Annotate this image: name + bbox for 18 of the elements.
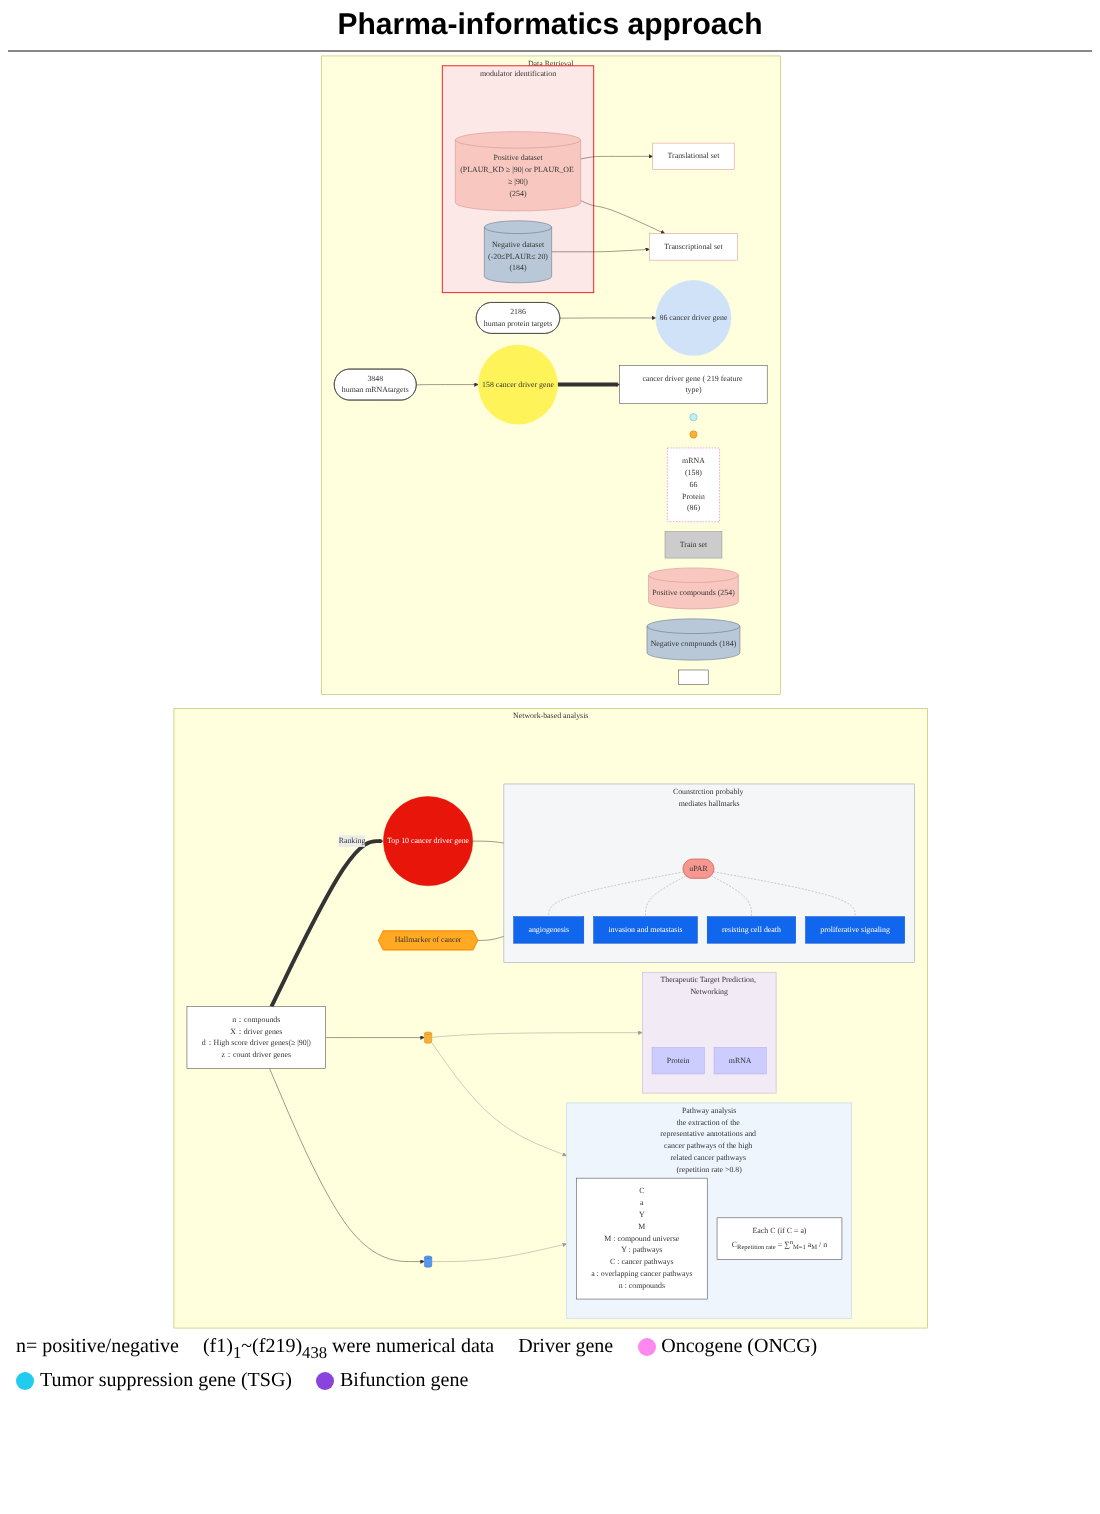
diagram-title: Pharma-informatics approach (8, 0, 1092, 52)
node-box (677, 669, 708, 685)
legend-text: Oncogene (ONCG) (661, 1336, 818, 1358)
legend-text: Bifunction gene (340, 1370, 469, 1392)
note-text: Driver gene (518, 1336, 614, 1362)
connector (710, 875, 751, 917)
connector (644, 875, 686, 917)
node-cylinder (423, 1031, 432, 1044)
connector (547, 871, 684, 917)
node-circle (688, 413, 697, 422)
node-cylinder (423, 1255, 432, 1268)
arrow (268, 838, 383, 1008)
legend-text: Tumor suppression gene (TSG) (40, 1370, 293, 1392)
table-note: n= positive/negative (16, 1336, 179, 1362)
node-circle (688, 430, 697, 439)
arrow (556, 382, 620, 387)
connector (712, 871, 855, 917)
table-note: (f1)$_{1}$~(f219)$_{438}$ were numerical data (202, 1336, 495, 1362)
